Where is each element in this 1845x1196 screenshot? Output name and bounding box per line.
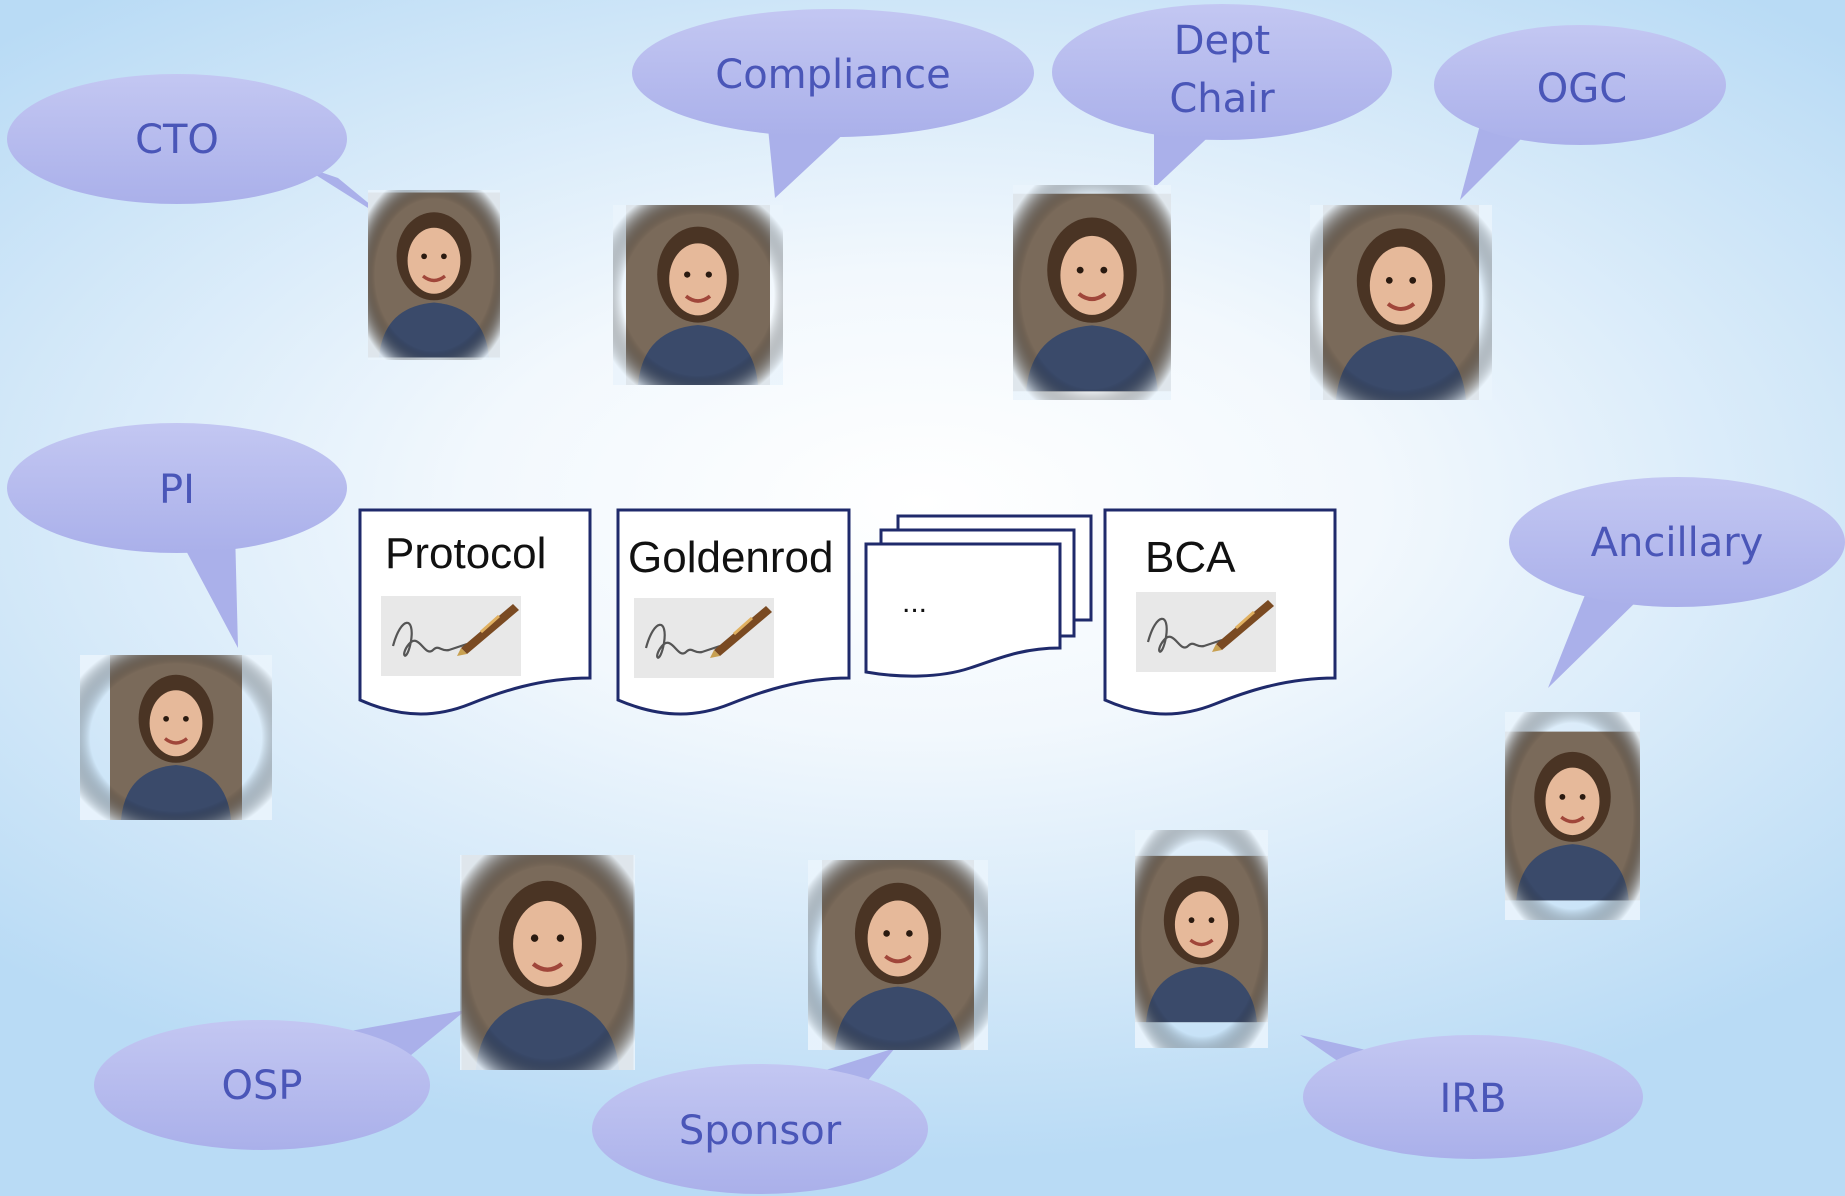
additional-documents-stack: ... bbox=[864, 514, 1093, 678]
pi-bubble: PI bbox=[7, 423, 347, 648]
dept-chair-label-line1: Dept bbox=[1174, 18, 1270, 64]
osp-bubble: OSP bbox=[94, 1010, 466, 1150]
ancillary-label: Ancillary bbox=[1591, 520, 1764, 566]
compliance-photo bbox=[613, 205, 783, 385]
compliance-bubble: Compliance bbox=[632, 9, 1034, 198]
irb-label: IRB bbox=[1439, 1076, 1506, 1122]
ancillary-photo bbox=[1505, 712, 1640, 920]
osp-label: OSP bbox=[222, 1063, 303, 1109]
goldenrod-label: Goldenrod bbox=[628, 533, 833, 582]
compliance-label: Compliance bbox=[715, 52, 950, 98]
ancillary-bubble: Ancillary bbox=[1509, 477, 1845, 688]
sponsor-label: Sponsor bbox=[679, 1108, 842, 1154]
cto-bubble: CTO bbox=[7, 74, 395, 225]
more-documents-ellipsis: ... bbox=[902, 586, 927, 619]
cto-label: CTO bbox=[135, 117, 219, 163]
irb-photo bbox=[1135, 830, 1268, 1048]
goldenrod-document: Goldenrod bbox=[616, 508, 851, 716]
osp-photo bbox=[460, 855, 635, 1070]
ogc-label: OGC bbox=[1537, 66, 1627, 112]
protocol-label: Protocol bbox=[385, 529, 546, 578]
irb-bubble: IRB bbox=[1300, 1035, 1643, 1159]
bca-document: BCA bbox=[1103, 508, 1337, 716]
pi-label: PI bbox=[159, 467, 195, 513]
sponsor-photo bbox=[808, 860, 988, 1050]
signature-icon bbox=[1136, 592, 1276, 672]
ogc-bubble: OGC bbox=[1434, 25, 1726, 200]
dept-chair-bubble: Dept Chair bbox=[1052, 4, 1392, 188]
bca-label: BCA bbox=[1145, 533, 1236, 582]
dept-chair-label-line2: Chair bbox=[1169, 76, 1275, 122]
signature-icon bbox=[634, 598, 774, 678]
dept-chair-photo bbox=[1013, 185, 1171, 400]
signature-icon bbox=[381, 596, 521, 676]
sponsor-bubble: Sponsor bbox=[592, 1048, 928, 1194]
protocol-document: Protocol bbox=[358, 508, 592, 716]
cto-photo bbox=[368, 190, 500, 360]
pi-photo bbox=[80, 655, 272, 820]
ogc-photo bbox=[1310, 205, 1492, 400]
